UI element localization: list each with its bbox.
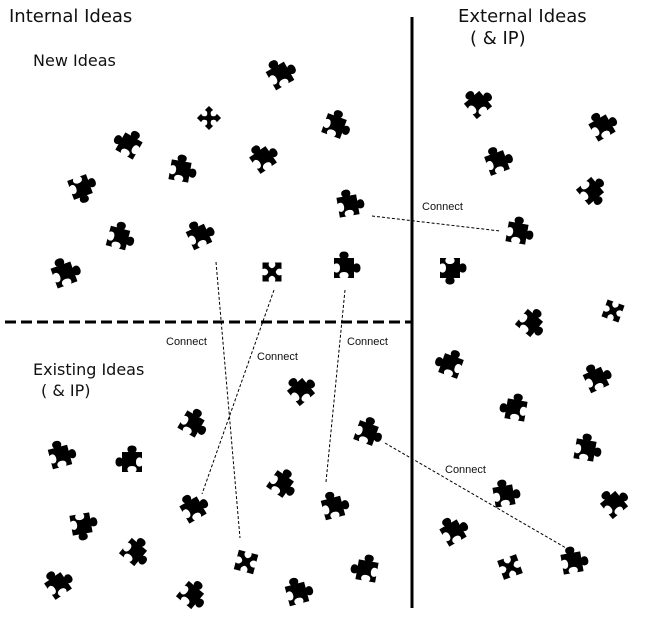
connector-label: Connect (257, 351, 298, 363)
puzzle-piece-icon (182, 215, 219, 251)
puzzle-piece-icon (196, 105, 222, 131)
puzzle-piece-icon (575, 172, 614, 211)
puzzle-piece-icon (573, 432, 605, 463)
connector-line-1 (371, 215, 501, 232)
puzzle-piece-icon (459, 81, 498, 120)
puzzle-piece-icon (491, 476, 522, 508)
puzzle-piece-icon (175, 575, 214, 614)
puzzle-piece-icon (579, 358, 616, 394)
puzzle-piece-icon (440, 258, 467, 285)
puzzle-piece-icon (319, 487, 352, 521)
puzzle-piece-icon (334, 251, 361, 278)
puzzle-piece-icon (262, 262, 282, 282)
connector-label: Connect (445, 464, 486, 476)
puzzle-piece-icon (69, 511, 101, 542)
puzzle-piece-icon (105, 219, 139, 252)
puzzle-piece-icon (481, 141, 516, 176)
puzzle-piece-icon (321, 107, 356, 142)
connector-label: Connect (422, 201, 463, 213)
existing-ideas-sublabel: ( & IP) (41, 381, 91, 400)
puzzle-piece-icon (282, 368, 321, 407)
puzzle-piece-icon (436, 510, 473, 547)
internal-ideas-heading: Internal Ideas (9, 6, 133, 27)
puzzle-piece-icon (245, 137, 283, 174)
puzzle-piece-icon (505, 215, 537, 246)
puzzle-piece-icon (109, 123, 146, 160)
new-ideas-label: New Ideas (33, 51, 116, 70)
puzzle-piece-icon (67, 171, 102, 206)
puzzle-piece-icon (115, 445, 142, 472)
puzzle-piece-icon (177, 404, 214, 441)
existing-ideas-label: Existing Ideas (33, 360, 145, 379)
puzzle-piece-icon (168, 153, 200, 184)
puzzle-piece-icon (48, 252, 84, 289)
puzzle-piece-icon (46, 436, 79, 470)
connector-line-4 (325, 289, 346, 483)
puzzle-piece-icon (514, 303, 553, 342)
puzzle-piece-icon (353, 414, 388, 449)
puzzle-piece-icon (335, 186, 366, 218)
puzzle-piece-icon (262, 52, 301, 91)
external-ideas-subheading: ( & IP) (470, 28, 526, 49)
connector-line-2 (215, 261, 241, 539)
puzzle-piece-icon (349, 551, 380, 583)
puzzle-piece-icon (559, 543, 590, 575)
puzzle-piece-icon (266, 464, 303, 502)
connector-label: Connect (166, 336, 207, 348)
puzzle-piece-icon (118, 532, 157, 571)
puzzle-piece-icon (233, 549, 259, 575)
puzzle-piece-icon (585, 105, 622, 142)
puzzle-piece-icon (498, 390, 529, 422)
connector-line-3 (201, 289, 275, 495)
puzzle-piece-icon (497, 554, 523, 580)
puzzle-piece-icon (40, 563, 78, 600)
puzzle-piece-icon (595, 481, 634, 520)
puzzle-piece-icon (176, 487, 213, 524)
puzzle-piece-icon (601, 299, 625, 323)
external-ideas-heading: External Ideas (458, 6, 587, 27)
puzzle-piece-icon (283, 573, 316, 607)
connector-label: Connect (347, 336, 388, 348)
puzzle-piece-icon (432, 344, 467, 379)
